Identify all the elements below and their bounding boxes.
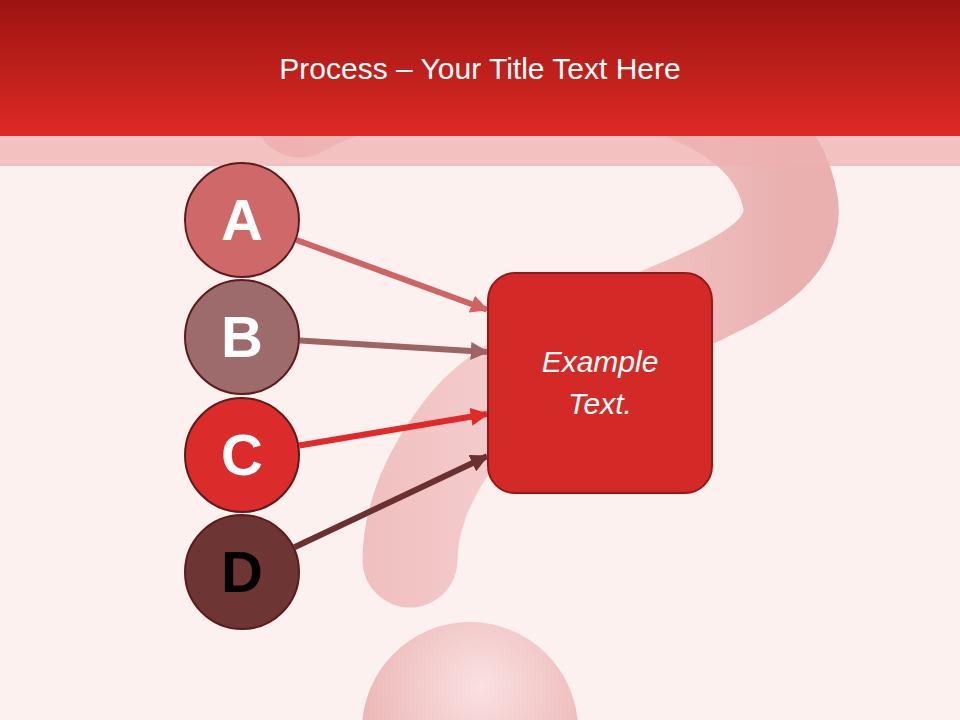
example-box: Example Text. — [487, 272, 713, 494]
box-text: Example Text. — [530, 341, 670, 425]
letter-circle: C — [184, 397, 300, 513]
letter-circle: D — [184, 514, 300, 630]
arrow-connector — [294, 456, 487, 547]
slide-title: Process – Your Title Text Here — [0, 52, 960, 86]
arrow-connector — [299, 414, 487, 445]
letter-circle: A — [184, 162, 300, 278]
circle-letter: B — [221, 308, 263, 366]
header-band — [0, 136, 960, 166]
circle-letter: D — [221, 543, 263, 601]
question-mark-dot — [362, 622, 578, 720]
header-bar — [0, 0, 960, 136]
letter-circle: B — [184, 279, 300, 395]
circle-letter: A — [221, 191, 263, 249]
arrow-connector — [296, 240, 487, 310]
arrow-connector — [300, 341, 487, 352]
circle-letter: C — [221, 426, 263, 484]
